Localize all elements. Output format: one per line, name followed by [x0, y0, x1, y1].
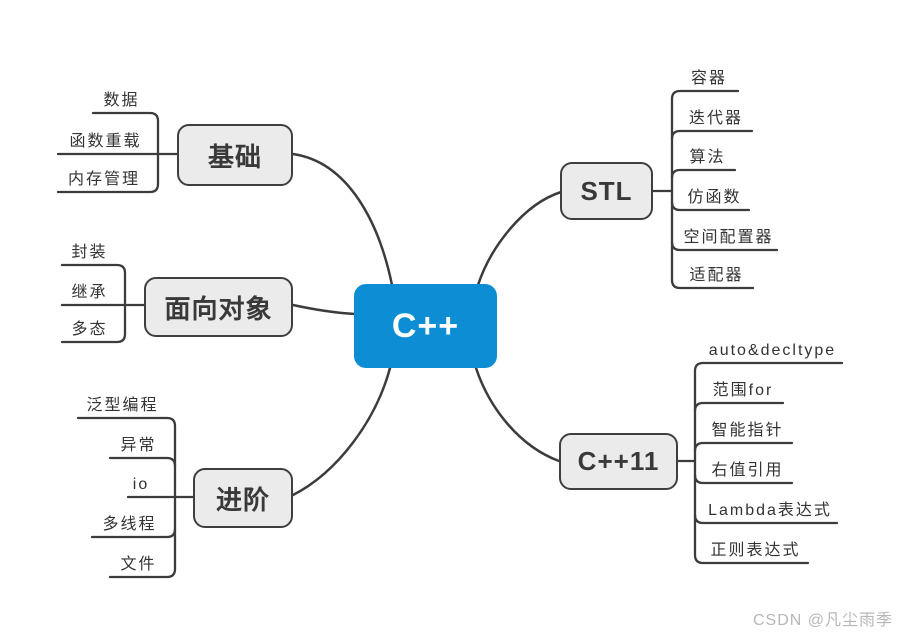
underline-smart-pointer	[693, 441, 794, 453]
root-node-cpp[interactable]: C++	[354, 284, 497, 368]
root-node-label: C++	[391, 306, 460, 345]
subtopic-range-for[interactable]: 范围for	[712, 382, 774, 399]
branch-curve-stl	[476, 190, 563, 287]
subtopic-allocator[interactable]: 空间配置器	[683, 229, 774, 246]
underline-lambda	[693, 513, 839, 525]
topic-label: 面向对象	[164, 293, 273, 324]
subtopic-encapsulation[interactable]: 封装	[71, 244, 108, 261]
subtopic-container[interactable]: 容器	[690, 70, 727, 87]
subtopic-rvalue-reference[interactable]: 右值引用	[711, 462, 784, 479]
subtopic-lambda-expression[interactable]: Lambda表达式	[708, 502, 832, 519]
topic-node-stl[interactable]: STL	[560, 162, 653, 220]
topic-node-advanced[interactable]: 进阶	[193, 468, 293, 528]
underline-iterator	[670, 129, 754, 141]
bracket-stl	[670, 89, 755, 290]
subtopic-iterator[interactable]: 迭代器	[688, 110, 743, 127]
topic-label: 基础	[207, 141, 262, 172]
watermark-text: CSDN @凡尘雨季	[752, 612, 893, 629]
subtopic-auto-decltype[interactable]: auto&decltype	[708, 342, 837, 359]
branch-curve-cpp11	[474, 366, 561, 463]
underline-functor	[670, 200, 751, 212]
bracket-cpp11	[693, 361, 844, 565]
underline-exception	[108, 456, 177, 468]
underline-rvalue-reference	[693, 473, 794, 485]
subtopic-polymorphism[interactable]: 多态	[71, 321, 108, 338]
subtopic-memory-management[interactable]: 内存管理	[67, 171, 140, 188]
topic-label: 进阶	[215, 484, 270, 515]
underline-allocator	[670, 240, 779, 252]
branch-curve-oop	[291, 303, 357, 316]
underline-multithreading	[90, 527, 177, 539]
underline-algorithm	[670, 168, 737, 180]
subtopic-functor[interactable]: 仿函数	[687, 189, 742, 206]
subtopic-smart-pointer[interactable]: 智能指针	[711, 422, 784, 439]
bracket-basics	[56, 111, 160, 194]
branch-curve-advanced	[291, 366, 392, 497]
subtopic-exception[interactable]: 异常	[120, 437, 157, 454]
topic-label: C++11	[577, 446, 660, 476]
topic-node-cpp11[interactable]: C++11	[559, 433, 678, 490]
subtopic-io[interactable]: io	[132, 476, 150, 493]
subtopic-file[interactable]: 文件	[120, 556, 157, 573]
subtopic-adapter[interactable]: 适配器	[689, 267, 744, 284]
subtopic-regex[interactable]: 正则表达式	[710, 542, 801, 559]
underline-range-for	[693, 401, 785, 413]
subtopic-multithreading[interactable]: 多线程	[102, 516, 157, 533]
branch-curve-basics	[291, 152, 394, 287]
subtopic-generic-programming[interactable]: 泛型编程	[86, 397, 159, 414]
topic-node-oop[interactable]: 面向对象	[144, 277, 293, 337]
subtopic-algorithm[interactable]: 算法	[689, 149, 726, 166]
subtopic-inheritance[interactable]: 继承	[71, 284, 108, 301]
bracket-oop	[60, 263, 127, 344]
topic-node-basics[interactable]: 基础	[177, 124, 293, 186]
topic-label: STL	[580, 175, 633, 206]
subtopic-data[interactable]: 数据	[103, 92, 140, 109]
subtopic-function-overload[interactable]: 函数重载	[69, 133, 142, 150]
